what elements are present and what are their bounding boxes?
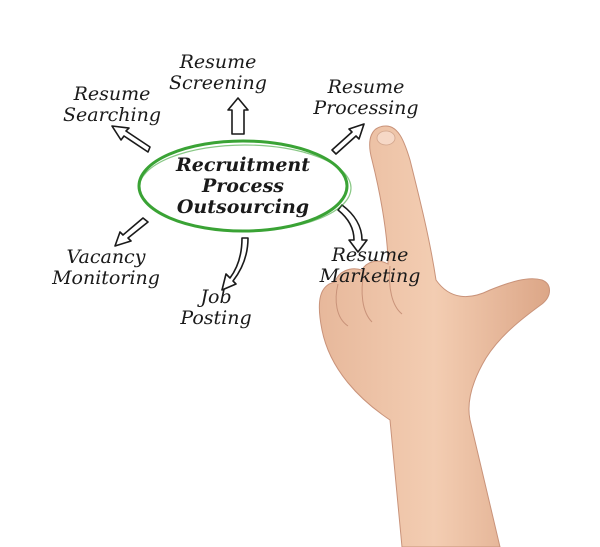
node-resume-screening: Resume Screening xyxy=(169,51,267,94)
node-resume-processing: Resume Processing xyxy=(312,76,418,119)
arrow-to-job-posting xyxy=(221,237,249,291)
node-label-line: Resume xyxy=(331,244,409,266)
node-label-line: Posting xyxy=(179,307,251,329)
arrow-to-screening xyxy=(227,97,249,135)
node-label-line: Searching xyxy=(63,104,161,126)
node-label-line: Job xyxy=(196,286,231,308)
node-label-line: Screening xyxy=(169,72,267,94)
node-resume-searching: Resume Searching xyxy=(63,83,161,126)
arrow-to-searching xyxy=(111,125,151,153)
center-label-line-2: Process xyxy=(201,175,284,197)
node-label-line: Resume xyxy=(179,51,257,73)
node-label-line: Monitoring xyxy=(51,267,160,289)
node-resume-marketing: Resume Marketing xyxy=(319,244,421,287)
node-vacancy-monitoring: Vacancy Monitoring xyxy=(51,246,160,289)
center-label-line-3: Outsourcing xyxy=(177,196,309,218)
arrow-to-vacancy xyxy=(114,217,149,247)
node-job-posting: Job Posting xyxy=(179,286,251,329)
node-label-line: Processing xyxy=(312,97,418,119)
center-label-line-1: Recruitment xyxy=(175,154,310,176)
node-label-line: Marketing xyxy=(319,265,421,287)
pointing-hand-image xyxy=(318,125,550,547)
node-label-line: Resume xyxy=(327,76,405,98)
arrow-to-processing xyxy=(331,123,365,155)
node-label-line: Resume xyxy=(73,83,151,105)
arrow-to-marketing xyxy=(337,204,368,253)
node-label-line: Vacancy xyxy=(67,246,146,268)
